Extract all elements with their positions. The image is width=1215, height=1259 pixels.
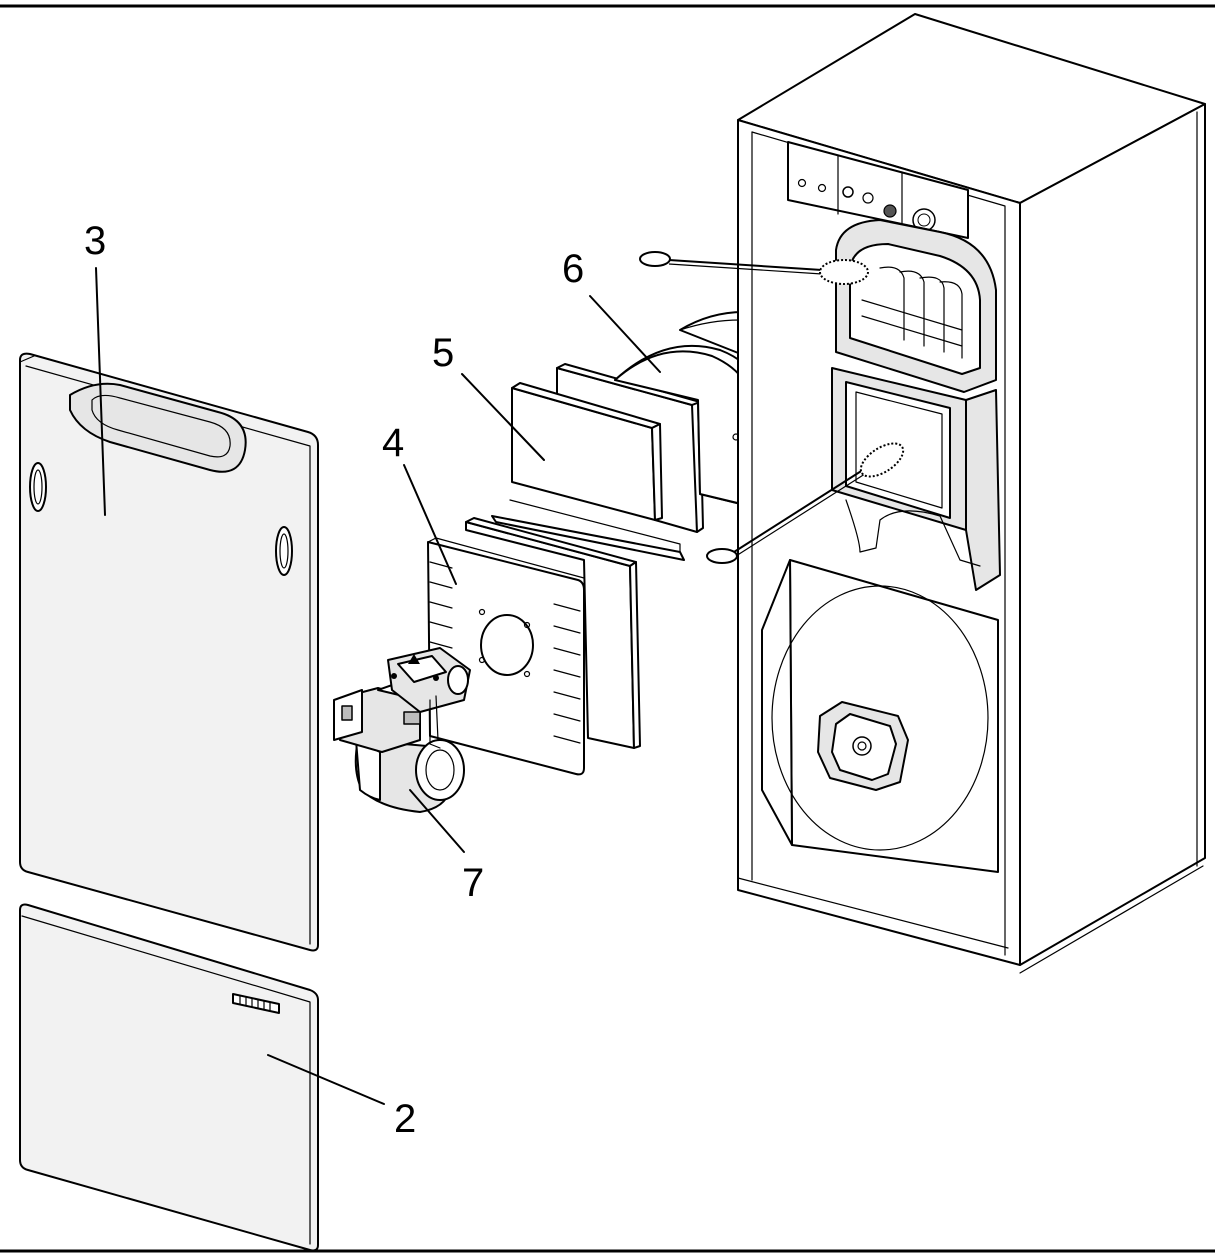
leader-lines	[95, 267, 661, 1105]
cleaning-brush-lower	[706, 442, 905, 564]
label-3: 3	[84, 219, 106, 263]
burner-mounting-plate	[427, 517, 641, 776]
heat-fins	[861, 266, 963, 359]
upper-front-panel	[19, 352, 319, 952]
label-7: 7	[462, 861, 484, 905]
label-6: 6	[562, 247, 584, 291]
burner-fan-unit	[333, 647, 471, 813]
label-4: 4	[382, 421, 404, 465]
frame-border	[0, 4, 1215, 1253]
boiler-cabinet	[737, 13, 1206, 974]
cleaning-brush-upper	[639, 251, 869, 285]
part-callouts: 3 2 4 5 6 7	[84, 219, 584, 1141]
lower-front-panel	[19, 903, 319, 1252]
heat-exchanger-upper	[835, 219, 997, 393]
label-5: 5	[432, 331, 454, 375]
display-window	[232, 993, 280, 1014]
plate-slots-right	[553, 603, 581, 744]
label-2: 2	[394, 1097, 416, 1141]
lower-housing	[761, 559, 999, 873]
